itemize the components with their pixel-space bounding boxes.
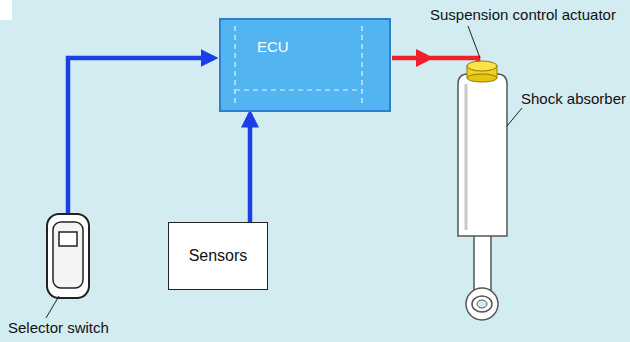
- selector-switch: [46, 214, 89, 318]
- signal-arrow: [248, 114, 253, 222]
- part-label: Suspension control actuator: [430, 6, 616, 23]
- leader-line: [468, 26, 480, 58]
- signal-arrow: [68, 58, 214, 214]
- sensor-box: Sensors: [168, 222, 268, 290]
- node-text: ECU: [257, 38, 389, 55]
- shock-absorber: [458, 74, 507, 320]
- control-arrow: [392, 56, 425, 61]
- ecu-dashed-lines: [221, 20, 389, 110]
- corner-patch: [0, 0, 12, 20]
- suspension-control-actuator: [467, 61, 497, 82]
- leader-line: [507, 108, 522, 126]
- part-label: Shock absorber: [521, 90, 626, 107]
- node-text: Sensors: [189, 247, 248, 265]
- part-label: Selector switch: [8, 319, 109, 336]
- ecu-box: ECU: [219, 18, 391, 112]
